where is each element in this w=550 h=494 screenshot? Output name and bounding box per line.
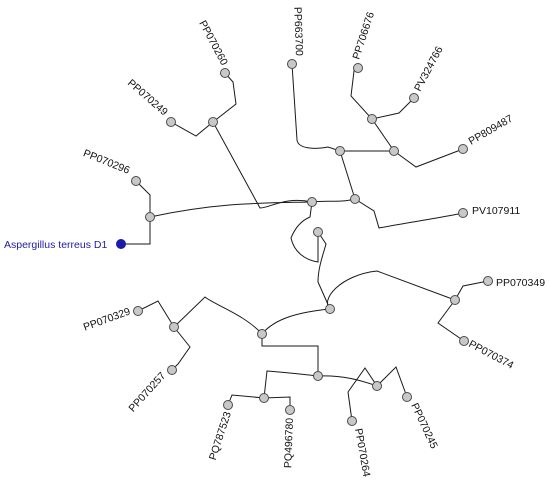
root-node: [116, 239, 126, 249]
internal-node: [325, 304, 335, 314]
leaf-label-pp070329: PP070329: [82, 305, 132, 333]
leaf-node-pv107911: [458, 208, 468, 218]
branch-pp070257: [171, 326, 191, 371]
leaf-label-pq787523: PQ787523: [207, 410, 234, 462]
branch-right-lower: [326, 270, 456, 310]
branch-lower-left: [173, 296, 331, 335]
leaf-node-pq787523: [223, 400, 233, 410]
leaf-labels: PP070296 PP070249 PP070260 PP663700 PP70…: [81, 7, 545, 478]
internal-node: [208, 117, 218, 127]
leaf-label-pp809487: PP809487: [467, 113, 516, 148]
branch-pp070329: [137, 300, 175, 328]
leaf-node-pp070296: [131, 176, 141, 186]
branch-pq787523: [227, 394, 265, 406]
branch-bottom: [261, 334, 378, 387]
internal-node: [335, 146, 345, 156]
leaf-label-pp070374: PP070374: [467, 338, 516, 372]
leaf-node-pp070349: [483, 276, 493, 286]
leaf-label-pp663700: PP663700: [291, 7, 305, 57]
internal-node: [145, 212, 155, 222]
leaf-node-pp070329: [133, 306, 143, 316]
leaf-label-pq496780: PQ496780: [282, 418, 296, 469]
leaf-node-pp809487: [458, 144, 468, 154]
branch-root: [121, 217, 151, 245]
leaf-label-pp706676: PP706676: [350, 10, 377, 61]
branch-mid-right: [339, 150, 394, 200]
branch-pp070296: [135, 180, 151, 217]
leaf-label-pp070257: PP070257: [126, 370, 168, 415]
leaf-label-pp070349: PP070349: [496, 277, 545, 289]
branch-pv324766: [371, 97, 415, 120]
leaf-node-pp070249: [166, 117, 176, 127]
branch-upper-left-clade: [212, 121, 313, 209]
branch-pp070245: [376, 366, 408, 398]
internal-node: [389, 146, 399, 156]
branch-pp706676-group: [350, 67, 395, 152]
internal-nodes: [145, 114, 460, 403]
branch-pv107911: [354, 198, 464, 229]
leaf-label-pp070249: PP070249: [125, 77, 170, 118]
branch-pp070260: [212, 72, 237, 123]
branch-pp809487: [393, 148, 464, 168]
leaf-node-pp070260: [220, 68, 230, 78]
internal-node: [259, 393, 269, 403]
leaf-node-pp070264: [347, 416, 357, 426]
leaf-node-pv324766: [409, 93, 419, 103]
leaf-label-pp070296: PP070296: [81, 147, 131, 177]
internal-node: [307, 197, 317, 207]
branch-bottom-left: [263, 370, 319, 399]
branch-bottom-right: [347, 367, 378, 393]
leaf-node-pp070257: [167, 365, 177, 375]
internal-node: [450, 295, 460, 305]
leaf-node-pp070245: [402, 392, 412, 402]
branch-lower-backbone: [290, 201, 331, 310]
leaf-label-pv107911: PV107911: [472, 205, 520, 217]
internal-node: [257, 329, 267, 339]
internal-node: [372, 381, 382, 391]
leaf-node-pq496780: [285, 405, 295, 415]
leaf-node-pp706676: [353, 63, 363, 73]
leaf-node-pp663700: [287, 59, 297, 69]
internal-node: [367, 114, 377, 124]
leaf-label-pp070245: PP070245: [408, 401, 440, 451]
internal-node: [350, 194, 360, 204]
internal-node: [169, 322, 179, 332]
branch-pp070249: [170, 121, 214, 137]
leaf-nodes: [131, 59, 493, 426]
leaf-label-pp070260: PP070260: [196, 18, 230, 67]
leaf-label-pp070264: PP070264: [352, 427, 372, 478]
branch-pp070349: [454, 280, 489, 301]
root-label: Aspergillus terreus D1: [4, 239, 107, 251]
internal-node: [313, 227, 323, 237]
internal-node: [313, 371, 323, 381]
leaf-node-pp070374: [459, 336, 469, 346]
branch-pp070374: [437, 299, 465, 342]
branch-backbone: [149, 201, 313, 218]
branch-right-upper: [311, 198, 356, 203]
leaf-label-pv324766: PV324766: [412, 44, 446, 93]
branch-pp663700: [291, 63, 341, 152]
